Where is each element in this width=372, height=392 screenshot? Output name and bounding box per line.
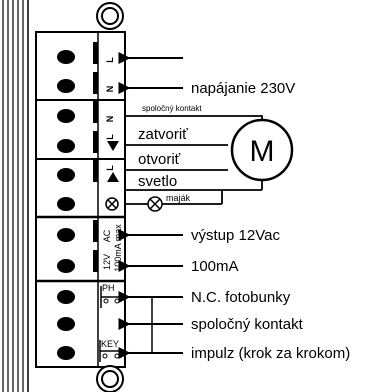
key-label: KEY (101, 339, 119, 349)
close-label: zatvoriť (138, 126, 188, 143)
terminal-label-12v: 12V (102, 254, 112, 270)
key-contact-symbol: KEY (99, 339, 122, 362)
terminal-screws (57, 50, 75, 360)
terminal-label-max: 100mA max (113, 224, 123, 272)
light-label: svetlo (138, 173, 177, 190)
top-screw (96, 2, 124, 30)
current-label: 100mA (191, 258, 239, 275)
terminal-label-4: L (105, 134, 115, 140)
motor-label: M (250, 135, 275, 168)
output-12vac-label: výstup 12Vac (191, 227, 280, 244)
terminal-labels: L N N L L AC 12V 100mA max (102, 57, 123, 272)
terminal-bars (93, 42, 98, 272)
open-direction-icon (107, 172, 119, 182)
supply-label: napájanie 230V (191, 80, 295, 97)
output-arrows (118, 229, 183, 272)
beacon-label: maják (166, 193, 191, 203)
mains-arrows (118, 52, 183, 94)
terminal-label-5: L (105, 165, 115, 171)
photocells-label: N.C. fotobunky (191, 289, 291, 306)
terminal-label-ac: AC (102, 229, 112, 242)
impulse-label: impulz (krok za krokom) (191, 345, 350, 362)
board-edge (0, 0, 40, 392)
terminal-label-1: L (105, 57, 115, 63)
open-label: otvoriť (138, 151, 181, 168)
terminal-label-3: N (105, 116, 115, 123)
ph-label: PH (102, 283, 115, 293)
motor-symbol: M (230, 118, 294, 182)
motor-wiring (125, 115, 263, 205)
terminal-label-2: N (105, 86, 115, 93)
beacon-lamp (147, 196, 163, 212)
common-contact-top-label: spoločný kontakt (142, 104, 202, 113)
bottom-screw (96, 365, 124, 392)
input-arrows (118, 291, 183, 359)
common-contact-bottom-label: spoločný kontakt (191, 316, 304, 333)
close-direction-icon (107, 141, 119, 151)
